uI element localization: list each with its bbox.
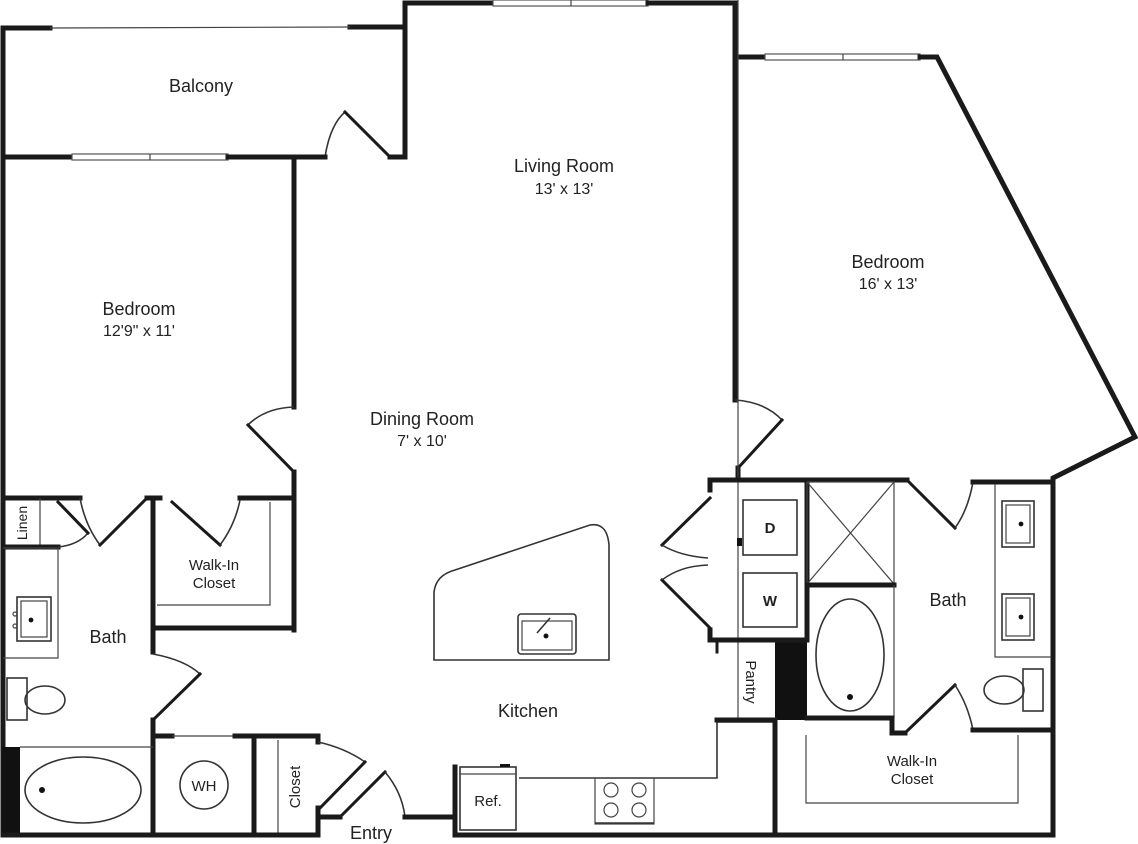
laundry-area xyxy=(659,477,810,654)
utility-entry xyxy=(0,733,458,838)
linen-label: Linen xyxy=(14,506,30,540)
balcony xyxy=(0,24,408,161)
bath-left-area xyxy=(0,495,297,838)
kitchen-area xyxy=(433,0,1056,838)
bath-right-area xyxy=(804,477,1056,804)
bedroom-right-size: 16' x 13' xyxy=(859,276,918,293)
bath-left-label: Bath xyxy=(89,627,126,647)
bedroom-left-size: 12'9" x 11' xyxy=(103,323,175,340)
walk-in-right-line2: Closet xyxy=(891,771,934,788)
living-room-label: Living Room xyxy=(514,156,614,176)
living-room-size: 13' x 13' xyxy=(535,181,594,198)
dryer-label: D xyxy=(765,520,776,537)
bedroom-right-door xyxy=(734,399,785,483)
bedroom-right-label: Bedroom xyxy=(851,252,924,272)
refrigerator-label: Ref. xyxy=(474,793,502,810)
bath-right-label: Bath xyxy=(929,590,966,610)
closet-label: Closet xyxy=(287,765,304,808)
dining-room-size: 7' x 10' xyxy=(397,433,447,450)
washer-label: W xyxy=(763,593,778,610)
water-heater-label: WH xyxy=(192,778,217,795)
kitchen-label: Kitchen xyxy=(498,701,558,721)
dining-room-label: Dining Room xyxy=(370,409,474,429)
living-room-walls xyxy=(402,0,1138,838)
walk-in-right-line1: Walk-In xyxy=(887,753,937,770)
walk-in-left-line2: Closet xyxy=(193,575,236,592)
pantry-label: Pantry xyxy=(742,660,759,704)
walk-in-left-line1: Walk-In xyxy=(189,557,239,574)
entry-label: Entry xyxy=(350,823,392,843)
balcony-label: Balcony xyxy=(169,76,233,96)
bedroom-left-label: Bedroom xyxy=(102,299,175,319)
